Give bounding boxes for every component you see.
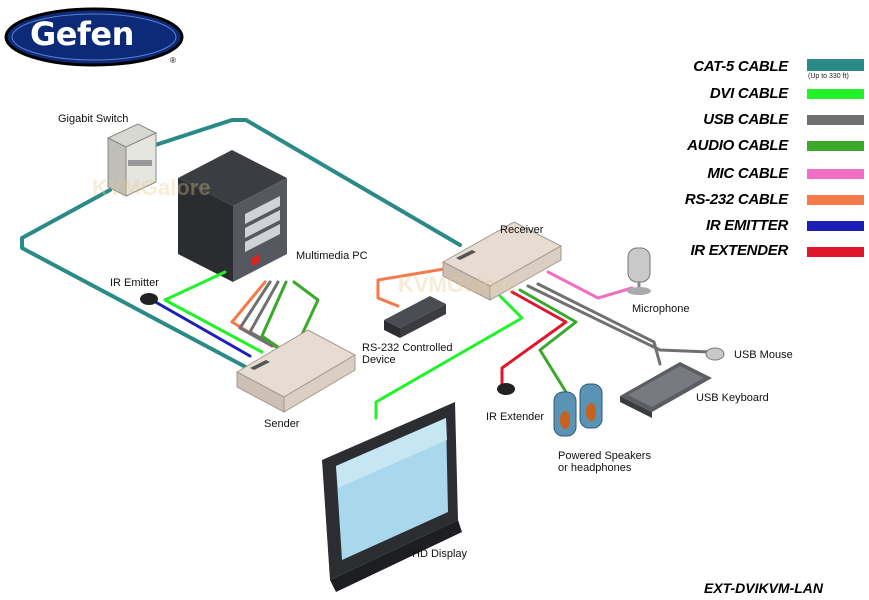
ir-extender-device bbox=[497, 383, 515, 395]
sender-device bbox=[235, 329, 357, 413]
legend-label-ir-extender: IR EXTENDER bbox=[690, 242, 788, 259]
legend-swatch-usb bbox=[807, 115, 864, 125]
label-microphone: Microphone bbox=[632, 303, 690, 315]
gefen-logo bbox=[4, 7, 184, 67]
legend-label-ir-emitter: IR EMITTER bbox=[706, 217, 788, 234]
label-receiver: Receiver bbox=[500, 224, 544, 236]
gigabit-switch-device bbox=[106, 123, 158, 197]
hd-display-device bbox=[322, 402, 462, 592]
model-number: EXT-DVIKVM-LAN bbox=[704, 580, 823, 596]
legend-note-cat5: (Up to 330 ft) bbox=[808, 73, 849, 80]
legend-label-mic: MIC CABLE bbox=[707, 165, 788, 182]
multimedia-pc-device bbox=[178, 150, 287, 282]
legend-label-usb: USB CABLE bbox=[703, 111, 788, 128]
usb-mouse-device bbox=[705, 347, 725, 361]
label-gigabit-switch: Gigabit Switch bbox=[58, 113, 129, 125]
ir-emitter-device bbox=[140, 293, 158, 305]
powered-speakers-device bbox=[553, 383, 603, 437]
registered-mark: ® bbox=[170, 56, 176, 65]
legend-swatch-dvi bbox=[807, 89, 864, 99]
usb-keyboard-device bbox=[620, 362, 712, 418]
watermark: KVMGalore bbox=[92, 175, 211, 200]
label-usb-mouse: USB Mouse bbox=[734, 349, 793, 361]
label-usb-keyboard: USB Keyboard bbox=[696, 392, 769, 404]
legend-swatch-cat5 bbox=[807, 59, 864, 71]
label-speakers: Powered Speakers or headphones bbox=[558, 450, 651, 474]
legend-swatch-mic bbox=[807, 169, 864, 179]
cat5-cable-switch-receiver bbox=[138, 118, 462, 247]
legend-swatch-ir-emitter bbox=[807, 221, 864, 231]
legend-swatch-rs232 bbox=[807, 195, 864, 205]
brand-name: Gefen bbox=[30, 15, 134, 53]
rs232-controlled-device bbox=[384, 296, 446, 338]
label-ir-emitter: IR Emitter bbox=[110, 277, 159, 289]
receiver-device bbox=[441, 221, 563, 301]
legend-label-cat5: CAT-5 CABLE bbox=[693, 58, 788, 75]
cat5-cable-switch-sender bbox=[20, 188, 257, 374]
legend-label-audio: AUDIO CABLE bbox=[687, 137, 788, 154]
label-ir-extender: IR Extender bbox=[486, 411, 545, 423]
label-hd-display: HD Display bbox=[412, 548, 468, 560]
watermark: KVMGalore bbox=[398, 272, 517, 297]
legend-swatch-ir-extender bbox=[807, 247, 864, 257]
legend-label-dvi: DVI CABLE bbox=[709, 85, 788, 102]
label-multimedia-pc: Multimedia PC bbox=[296, 250, 368, 262]
legend-swatch-audio bbox=[807, 141, 864, 151]
label-sender: Sender bbox=[264, 418, 300, 430]
microphone-device bbox=[627, 247, 651, 295]
label-rs232-device: RS-232 Controlled Device bbox=[362, 342, 453, 366]
legend-label-rs232: RS-232 CABLE bbox=[684, 191, 788, 208]
